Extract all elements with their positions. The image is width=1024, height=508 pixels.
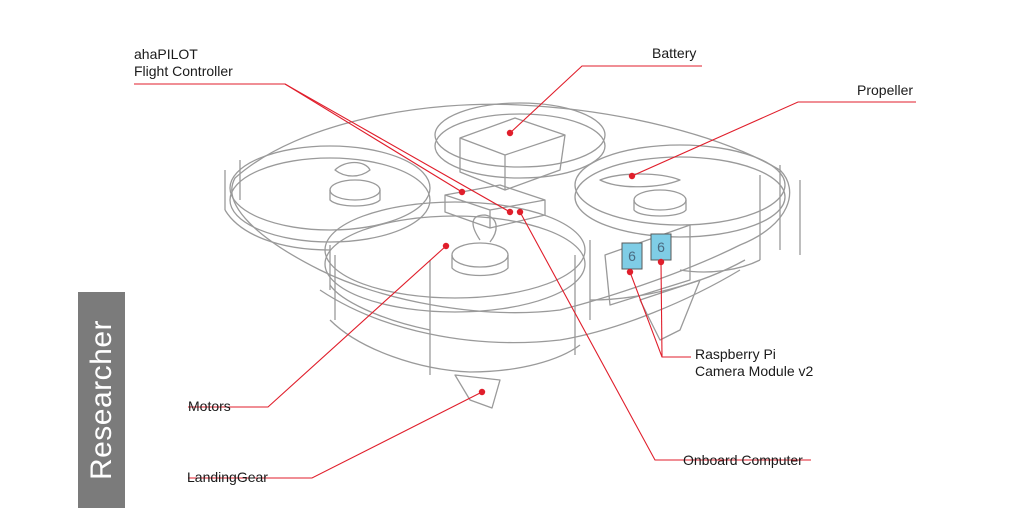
callout-dot-battery bbox=[506, 129, 514, 137]
label-camera-line2: Camera Module v2 bbox=[695, 363, 814, 379]
leader-landing-gear bbox=[188, 391, 483, 479]
label-battery: Battery bbox=[652, 45, 697, 61]
camera-badge-left bbox=[621, 242, 643, 270]
ring-right bbox=[574, 144, 786, 226]
callout-dot-onboard-computer bbox=[516, 208, 524, 216]
label-camera: Raspberry Pi Camera Module v2 bbox=[695, 346, 813, 380]
callout-dot-camera-2 bbox=[657, 258, 665, 266]
ring-rear-top bbox=[434, 102, 606, 168]
ring-rear-left bbox=[229, 145, 431, 231]
researcher-side-tab: Researcher bbox=[78, 292, 125, 508]
label-flight-controller-line1: ahaPILOT bbox=[134, 46, 198, 62]
bottom-plate bbox=[319, 269, 741, 344]
label-camera-line1: Raspberry Pi bbox=[695, 346, 776, 362]
label-motors: Motors bbox=[188, 398, 231, 414]
flight-controller bbox=[444, 184, 546, 229]
callout-dot-flight-controller bbox=[458, 188, 466, 196]
researcher-side-tab-label: Researcher bbox=[84, 319, 118, 481]
leader-camera-1 bbox=[629, 271, 691, 358]
leader-camera-2 bbox=[660, 261, 663, 358]
leader-onboard-computer bbox=[519, 211, 811, 461]
callout-dot-propeller bbox=[628, 172, 636, 180]
leader-battery bbox=[509, 65, 702, 134]
label-propeller: Propeller bbox=[857, 82, 914, 98]
camera-badge-text-right: 6 bbox=[657, 239, 665, 255]
battery-box bbox=[459, 117, 566, 191]
motor-front bbox=[451, 242, 509, 268]
motor-left bbox=[329, 179, 381, 201]
leader-flight-controller-2 bbox=[284, 83, 463, 193]
motor-right bbox=[633, 189, 687, 211]
callout-dot-landing-gear bbox=[478, 388, 486, 396]
leader-propeller bbox=[631, 101, 916, 177]
label-flight-controller-line2: Flight Controller bbox=[134, 63, 233, 79]
label-flight-controller: ahaPILOT Flight Controller bbox=[134, 46, 233, 80]
callout-dot-fc-stack bbox=[506, 208, 514, 216]
callout-dot-camera-1 bbox=[626, 268, 634, 276]
landing-gear-front bbox=[454, 374, 501, 409]
camera-badge-text-left: 6 bbox=[628, 248, 636, 264]
callout-dot-motors bbox=[442, 242, 450, 250]
label-landing-gear: LandingGear bbox=[187, 469, 268, 485]
label-onboard-computer: Onboard Computer bbox=[683, 452, 803, 468]
landing-gear-right bbox=[639, 279, 701, 341]
leader-motors bbox=[188, 245, 447, 408]
